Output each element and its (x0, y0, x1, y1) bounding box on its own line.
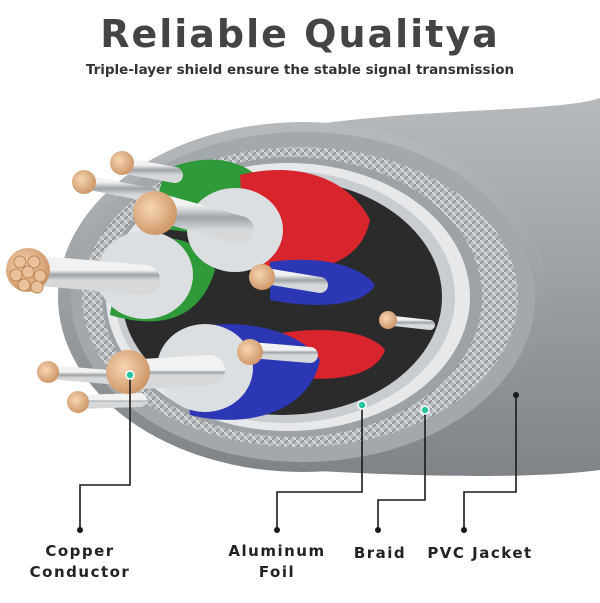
pointer-lines (79, 375, 517, 530)
label-aluminum-foil: Aluminum Foil (215, 541, 339, 583)
label-pvc-jacket: PVC Jacket (427, 544, 533, 562)
page-subtitle: Triple-layer shield ensure the stable si… (85, 62, 515, 78)
marker-aluminum (357, 400, 367, 410)
marker-copper (125, 370, 135, 380)
copper-conductor-ends (6, 151, 397, 413)
label-copper-line1: Copper (45, 542, 115, 560)
marker-braid (420, 405, 430, 415)
page-title: Reliable Qualitya (100, 12, 500, 56)
label-braid: Braid (353, 544, 407, 562)
label-aluminum-line1: Aluminum (228, 542, 326, 560)
label-copper-line2: Conductor (29, 563, 131, 581)
pointer-pvc (463, 395, 517, 530)
label-copper-conductor: Copper Conductor (20, 541, 140, 583)
marker-pvc (513, 392, 519, 398)
pointer-aluminum (276, 405, 363, 530)
pointer-markers (77, 370, 519, 533)
pointer-copper (79, 375, 131, 530)
pointer-braid (377, 410, 426, 530)
label-aluminum-line2: Foil (258, 563, 296, 581)
